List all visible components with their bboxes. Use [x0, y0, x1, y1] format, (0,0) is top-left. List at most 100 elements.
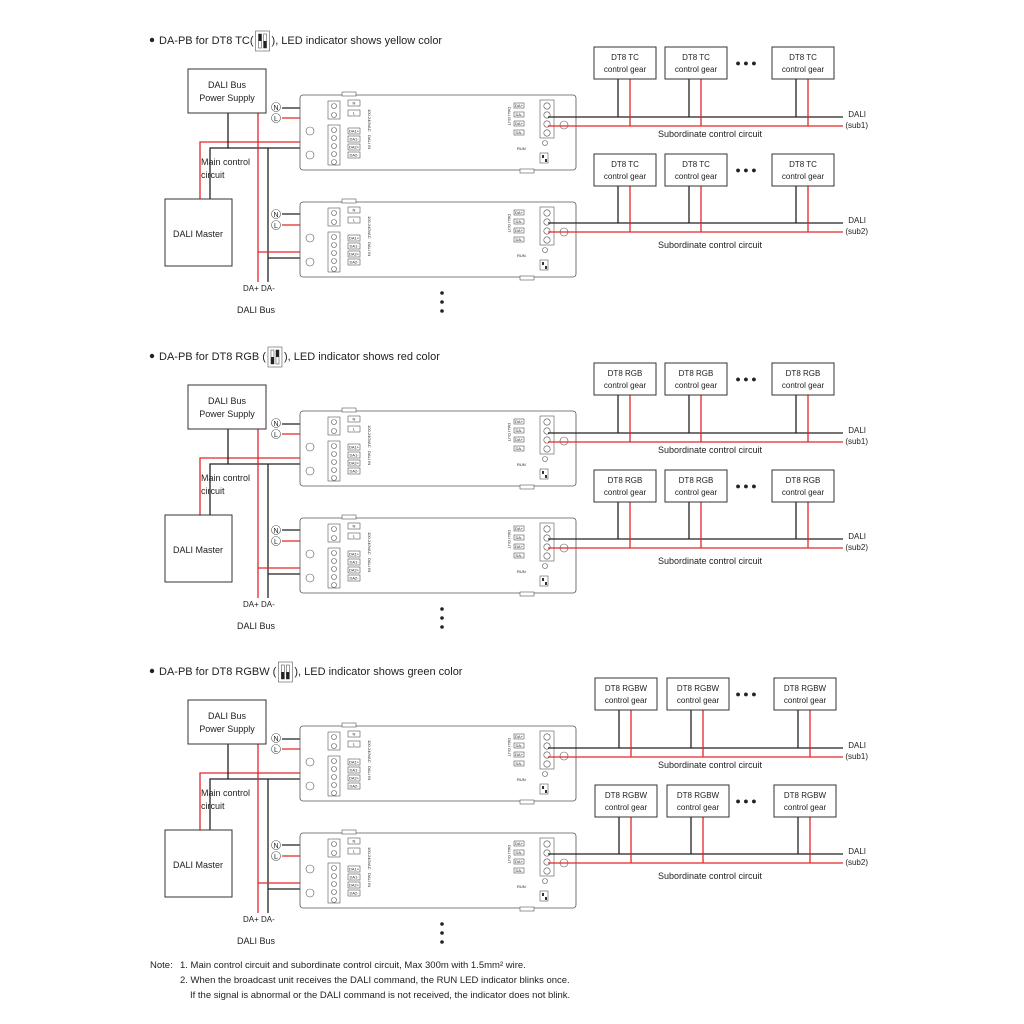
- gear-subtitle: control gear: [782, 488, 825, 497]
- pin-label: DA2-: [349, 576, 359, 581]
- note-block: Note: 1. Main control circuit and subord…: [150, 960, 570, 1001]
- terminal-icon: [271, 536, 281, 546]
- heading-text-tail: ), LED indicator shows green color: [294, 666, 462, 678]
- pin-label: DA1+: [349, 760, 360, 765]
- terminal-letter: N: [273, 105, 278, 112]
- main-circuit-label-2: circuit: [201, 801, 225, 811]
- ellipsis-dot: [440, 291, 444, 295]
- section-heading: DA-PB for DT8 TC(), LED indicator shows …: [159, 35, 442, 47]
- out-pin-label: DA+: [515, 419, 524, 424]
- bus-terminal-label: DA+ DA-: [243, 600, 275, 609]
- sub-line-label: (sub2): [845, 543, 868, 552]
- out-pin-label: DA-: [516, 219, 524, 224]
- pin-label: DA2-: [349, 260, 359, 265]
- dip-switch-icon: [255, 30, 270, 52]
- output-terminal-block: DA+DA-DA+DA-DALI OUT: [507, 415, 555, 455]
- master-label: DALI Master: [173, 545, 223, 555]
- gear-name: DT8 RGB: [679, 369, 714, 378]
- dali-out-label: DALI OUT: [507, 845, 512, 864]
- bus-terminal-label: DA+ DA-: [243, 284, 275, 293]
- dali-line-label: DALI: [848, 110, 866, 119]
- out-pin-label: DA+: [515, 734, 524, 739]
- sub-line-label: (sub1): [845, 437, 868, 446]
- dip-switch-icon: [278, 661, 293, 683]
- control-gear: DT8 TC control gear: [593, 46, 657, 80]
- pin-label: DA1+: [349, 552, 360, 557]
- ellipsis-dot: [440, 940, 444, 944]
- subordinate-bus-2: DALI(sub2)Subordinate control circuitDT8…: [548, 153, 868, 250]
- gear-subtitle: control gear: [604, 488, 647, 497]
- bullet-icon: [149, 668, 155, 674]
- control-gear: DT8 RGB control gear: [771, 469, 835, 503]
- pin-label: DA2+: [349, 252, 360, 257]
- gear-subtitle: control gear: [675, 65, 718, 74]
- out-pin-label: DA-: [516, 535, 524, 540]
- power-input-label: 100-240VAC: [367, 109, 372, 132]
- power-input-label: 100-240VAC: [367, 216, 372, 239]
- gear-subtitle: control gear: [605, 803, 648, 812]
- gear-name: DT8 RGB: [786, 476, 821, 485]
- gear-name: DT8 RGB: [679, 476, 714, 485]
- out-pin-label: DA+: [515, 752, 524, 757]
- subordinate-bus-2: DALI(sub2)Subordinate control circuitDT8…: [548, 469, 868, 566]
- out-pin-label: DA+: [515, 210, 524, 215]
- gear-subtitle: control gear: [675, 172, 718, 181]
- out-pin-label: DA-: [516, 112, 524, 117]
- section-2: DA-PB for DT8 RGB (), LED indicator show…: [149, 346, 868, 631]
- main-circuit-label: Main control: [201, 788, 250, 798]
- gear-ellipsis: ● ● ●: [735, 58, 756, 68]
- gear-name: DT8 RGBW: [605, 791, 648, 800]
- bullet-icon: [149, 37, 155, 43]
- pin-label: DA2-: [349, 469, 359, 474]
- pin-label: DA2-: [349, 153, 359, 158]
- gear-subtitle: control gear: [604, 65, 647, 74]
- section-heading: DA-PB for DT8 RGBW ( ), LED indicator sho…: [159, 666, 463, 678]
- dali-bus-label: DALI Bus: [237, 621, 276, 631]
- heading-text: DA-PB for DT8 RGBW (: [159, 666, 277, 678]
- terminal-icon: [271, 525, 281, 535]
- terminal-icon: [271, 851, 281, 861]
- gear-name: DT8 RGB: [608, 476, 643, 485]
- gear-ellipsis: ● ● ●: [735, 165, 756, 175]
- section-1: DA-PB for DT8 TC(), LED indicator shows …: [149, 30, 868, 315]
- gear-ellipsis: ● ● ●: [735, 796, 756, 806]
- gear-subtitle: control gear: [784, 696, 827, 705]
- heading-text-tail: ), LED indicator shows red color: [284, 351, 440, 363]
- out-pin-label: DA-: [516, 761, 524, 766]
- power-input-label: 100-240VAC: [367, 740, 372, 763]
- gear-subtitle: control gear: [675, 381, 718, 390]
- terminal-icon: [271, 733, 281, 743]
- gear-name: DT8 TC: [611, 53, 639, 62]
- terminal-icon: [271, 102, 281, 112]
- output-terminal-block: DA+DA-DA+DA-DALI OUT: [507, 99, 555, 139]
- dali-in-label: DALI IN: [367, 873, 372, 887]
- subordinate-circuit-label: Subordinate control circuit: [658, 760, 763, 770]
- pin-label: DA1-: [349, 560, 359, 565]
- dali-out-label: DALI OUT: [507, 423, 512, 442]
- out-pin-label: DA-: [516, 428, 524, 433]
- bus-terminal-label: DA+ DA-: [243, 915, 275, 924]
- run-label: RUN: [517, 146, 526, 151]
- dali-line-label: DALI: [848, 216, 866, 225]
- pin-label: L: [353, 111, 356, 116]
- terminal-letter: L: [274, 223, 278, 230]
- out-pin-label: DA-: [516, 743, 524, 748]
- gear-subtitle: control gear: [677, 803, 720, 812]
- main-circuit-label-2: circuit: [201, 170, 225, 180]
- out-pin-label: DA+: [515, 841, 524, 846]
- main-control-wiring: [199, 107, 320, 282]
- gear-ellipsis: ● ● ●: [735, 374, 756, 384]
- out-pin-label: DA-: [516, 868, 524, 873]
- dali-master: DALI Master: [164, 829, 233, 898]
- pin-label: L: [353, 849, 356, 854]
- gear-ellipsis: ● ● ●: [735, 689, 756, 699]
- dali-out-label: DALI OUT: [507, 738, 512, 757]
- terminal-letter: N: [273, 421, 278, 428]
- main-circuit-label-2: circuit: [201, 486, 225, 496]
